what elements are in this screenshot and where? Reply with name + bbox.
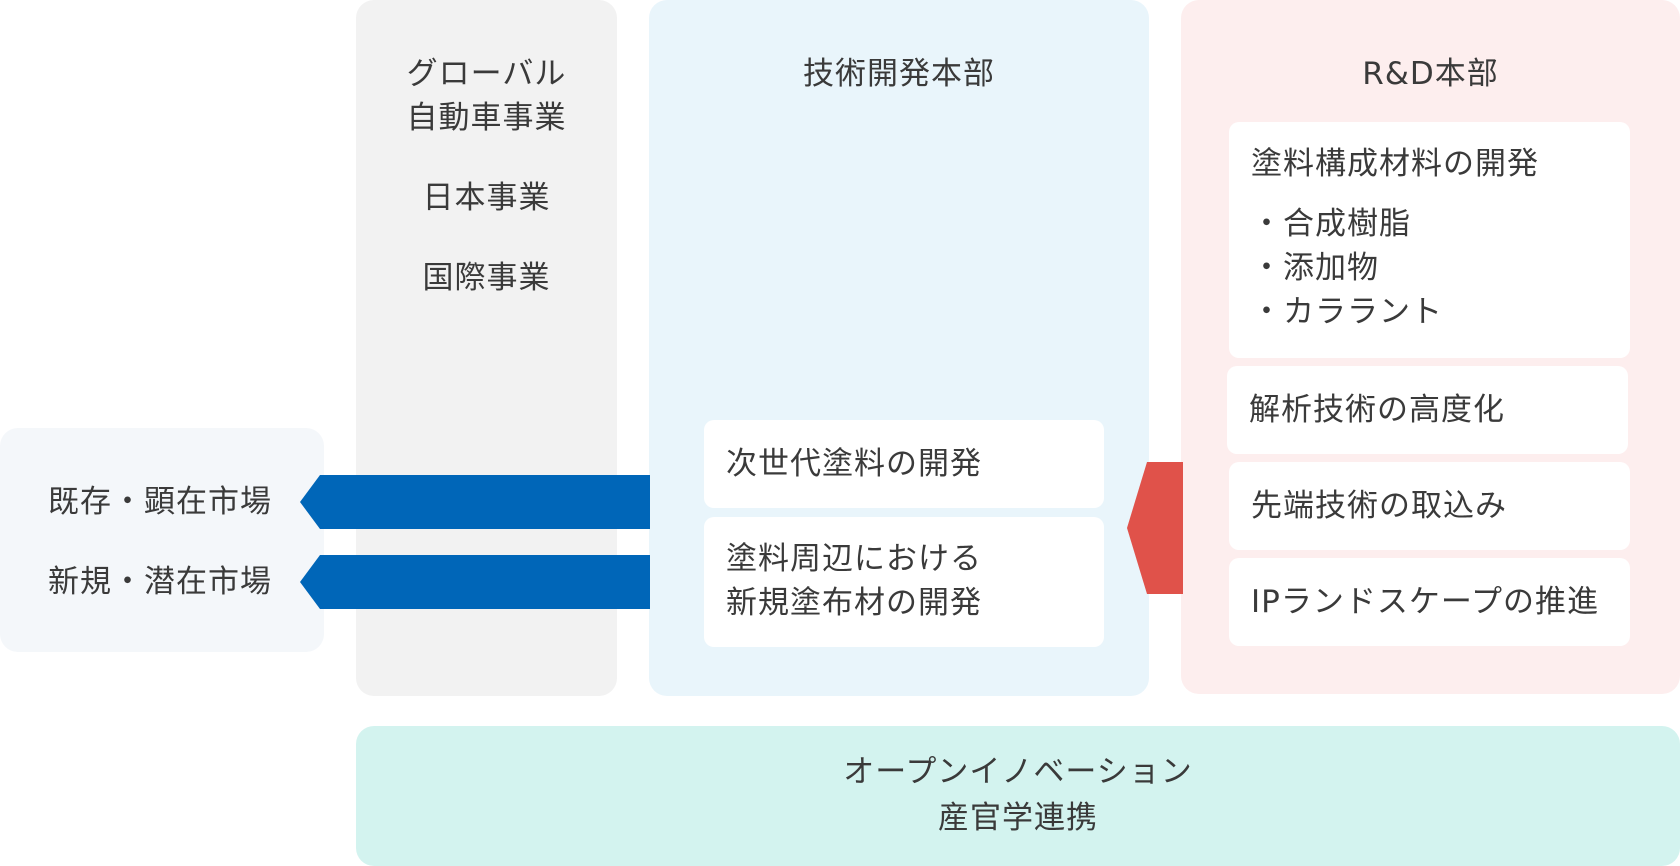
materials-item-resin: ・合成樹脂 — [1251, 206, 1411, 242]
materials-list: ・合成樹脂 ・添加物 ・カララント — [1251, 202, 1630, 334]
card-next-gen: 次世代塗料の開発 — [704, 420, 1104, 508]
card-peripheral-line2: 新規塗布材の開発 — [726, 585, 982, 621]
business-international: 国際事業 — [422, 260, 551, 296]
arrow-to-existing-market — [300, 475, 650, 529]
card-analysis: 解析技術の高度化 — [1227, 366, 1628, 454]
card-peripheral: 塗料周辺における 新規塗布材の開発 — [704, 517, 1104, 647]
card-advanced-text: 先端技術の取込み — [1251, 488, 1507, 524]
open-innovation-line2: 産官学連携 — [938, 800, 1098, 836]
card-materials: 塗料構成材料の開発 ・合成樹脂 ・添加物 ・カララント — [1229, 122, 1630, 358]
materials-item-colorant: ・カララント — [1251, 294, 1443, 330]
business-global-auto-line1: グローバル — [406, 56, 567, 92]
card-materials-title: 塗料構成材料の開発 — [1251, 146, 1539, 182]
card-advanced: 先端技術の取込み — [1229, 462, 1630, 550]
arrow-to-new-market — [300, 555, 650, 609]
arrow-rd-to-tech — [1127, 462, 1183, 594]
rd-title: R&D本部 — [1362, 56, 1499, 92]
business-japan: 日本事業 — [422, 180, 551, 216]
market-panel: 既存・顕在市場 新規・潜在市場 — [0, 428, 324, 652]
card-ip-text: IPランドスケープの推進 — [1251, 584, 1599, 620]
card-peripheral-line1: 塗料周辺における — [726, 541, 982, 577]
card-next-gen-text: 次世代塗料の開発 — [726, 446, 982, 482]
market-new: 新規・潜在市場 — [48, 564, 272, 600]
card-analysis-text: 解析技術の高度化 — [1249, 392, 1505, 428]
open-innovation-panel — [356, 726, 1680, 866]
open-innovation-line1: オープンイノベーション — [843, 754, 1193, 790]
tech-title: 技術開発本部 — [803, 56, 995, 92]
business-global-auto-line2: 自動車事業 — [406, 100, 567, 136]
market-existing: 既存・顕在市場 — [48, 484, 272, 520]
materials-item-additive: ・添加物 — [1251, 250, 1379, 286]
card-ip: IPランドスケープの推進 — [1229, 558, 1630, 646]
